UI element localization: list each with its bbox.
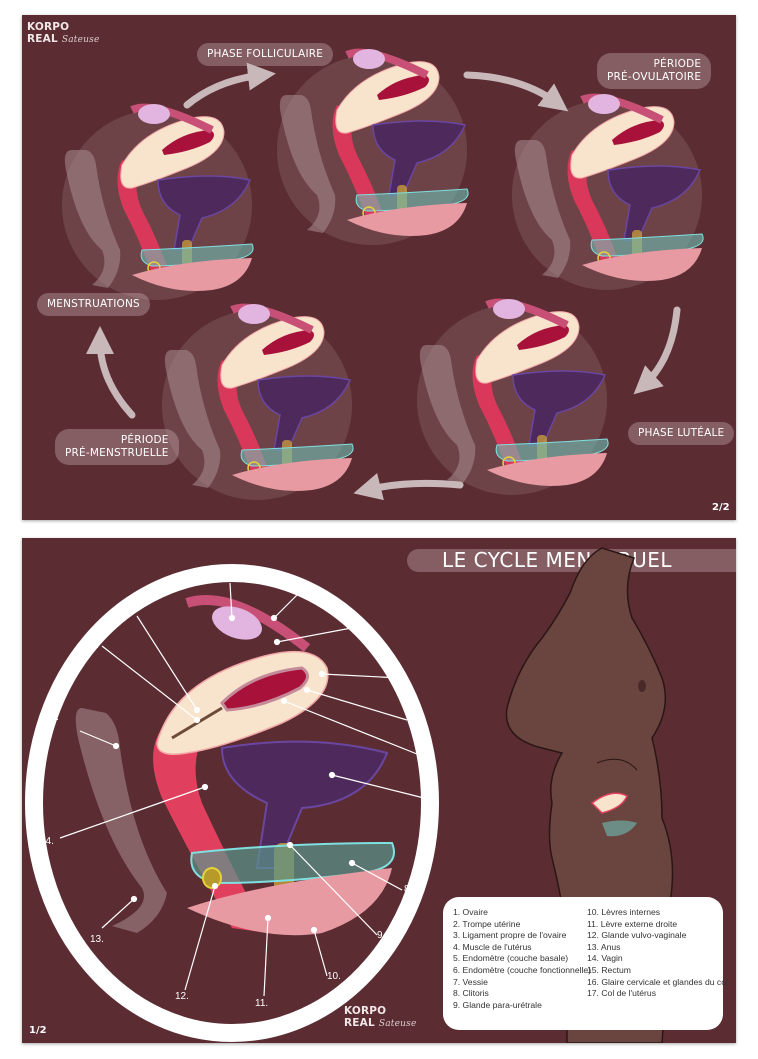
- illustration-pre-menstruelle: [162, 304, 353, 500]
- legend-item: 11. Lèvre externe droite: [587, 918, 678, 929]
- legend-item: 2. Trompe utérine: [453, 918, 521, 929]
- diagram-number: 1.: [224, 566, 233, 577]
- ovary: [212, 606, 262, 640]
- brand-line1: KORPO: [344, 1005, 387, 1017]
- legend-item: 10. Lèvres internes: [587, 907, 661, 917]
- arrow-icon: [463, 71, 569, 112]
- page-number: 1/2: [29, 1025, 47, 1036]
- vulvovaginal-gland: [202, 867, 222, 889]
- diagram-number: 14.: [40, 836, 54, 847]
- diagram-number: 9.: [377, 930, 386, 941]
- legend-item: 13. Anus: [587, 941, 621, 952]
- legend-item: 14. Vagin: [587, 953, 623, 964]
- diagram-number: 15.: [45, 712, 59, 723]
- diagram-number: 10.: [327, 971, 341, 982]
- label-menstruations: MENSTRUATIONS: [37, 293, 150, 316]
- diagram-number: 3.: [363, 621, 372, 632]
- diagram-number: 13.: [90, 934, 104, 945]
- illustration-luteale: [417, 299, 608, 495]
- legend-item: 4. Muscle de l'utérus: [453, 941, 532, 952]
- legend-box: 1. Ovaire 2. Trompe utérine 3. Ligament …: [443, 897, 728, 1030]
- diagram-number: 7.: [426, 792, 435, 803]
- legend-item: 6. Endomètre (couche fonctionnelle): [453, 964, 592, 975]
- arrow-icon: [86, 326, 136, 419]
- diagram-number: 12.: [175, 991, 189, 1002]
- labia: [187, 868, 392, 936]
- diagram-number: 11.: [255, 998, 269, 1009]
- cycle-illustrations: [22, 15, 736, 520]
- diagram-number: 16.: [85, 640, 99, 651]
- diagram-number: 2.: [299, 580, 308, 591]
- arrow-icon: [633, 306, 681, 395]
- page-number: 2/2: [712, 502, 730, 513]
- illustration-pre-ovulatoire: [512, 94, 703, 290]
- legend-item: 8. Clitoris: [453, 988, 489, 999]
- illustration-folliculaire: [277, 49, 468, 245]
- legend-item: 7. Vessie: [453, 976, 488, 987]
- diagram-number: 8.: [404, 884, 413, 895]
- brand-line2: REAL: [344, 1017, 375, 1029]
- legend-item: 9. Glande para-urétrale: [453, 999, 542, 1010]
- legend-column-1: 1. Ovaire 2. Trompe utérine 3. Ligament …: [453, 907, 591, 1011]
- fallopian-tube: [185, 595, 311, 652]
- legend-item: 3. Ligament propre de l'ovaire: [453, 930, 567, 941]
- arrow-icon: [183, 62, 276, 109]
- anatomy-panel: LE CYCLE MENSTRUEL: [22, 538, 736, 1043]
- label-phase-luteale: PHASE LUTÉALE: [628, 422, 735, 445]
- legend-item: 1. Ovaire: [453, 907, 488, 917]
- legend-item: 12. Glande vulvo-vaginale: [587, 930, 687, 941]
- bladder: [220, 740, 389, 869]
- legend-item: 5. Endomètre (couche basale): [453, 953, 569, 964]
- diagram-number: 6.: [427, 751, 436, 762]
- brand-signature: Sateuse: [378, 1019, 417, 1029]
- diagram-frame: [25, 564, 439, 1042]
- brand-line2: REAL: [27, 33, 58, 45]
- endometrium: [220, 666, 309, 712]
- diagram-number: 4.: [401, 671, 410, 682]
- illustration-menstruations: [62, 104, 253, 300]
- arrow-icon: [353, 473, 464, 501]
- anatomy-diagram: [25, 547, 674, 1043]
- diagram-number: 5.: [408, 713, 417, 724]
- diagram-number: 17.: [124, 601, 138, 612]
- label-periode-pre-menstruelle: PÉRIODE PRÉ-MENSTRUELLE: [55, 429, 179, 465]
- rectum: [75, 708, 167, 933]
- legend-item: 17. Col de l'utérus: [587, 988, 656, 999]
- brand-line1: KORPO: [27, 21, 70, 33]
- legend-column-2: 10. Lèvres internes 11. Lèvre externe dr…: [587, 907, 728, 1000]
- legend-item: 15. Rectum: [587, 964, 631, 975]
- title-bar: [407, 549, 736, 572]
- label-phase-folliculaire: PHASE FOLLICULAIRE: [197, 43, 334, 66]
- label-periode-pre-ovulatoire: PÉRIODE PRÉ-OVULATOIRE: [597, 53, 712, 89]
- legend-item: 16. Glaire cervicale et glandes du col: [587, 976, 728, 987]
- leader-lines: [59, 582, 428, 997]
- brand-signature: Sateuse: [61, 35, 100, 45]
